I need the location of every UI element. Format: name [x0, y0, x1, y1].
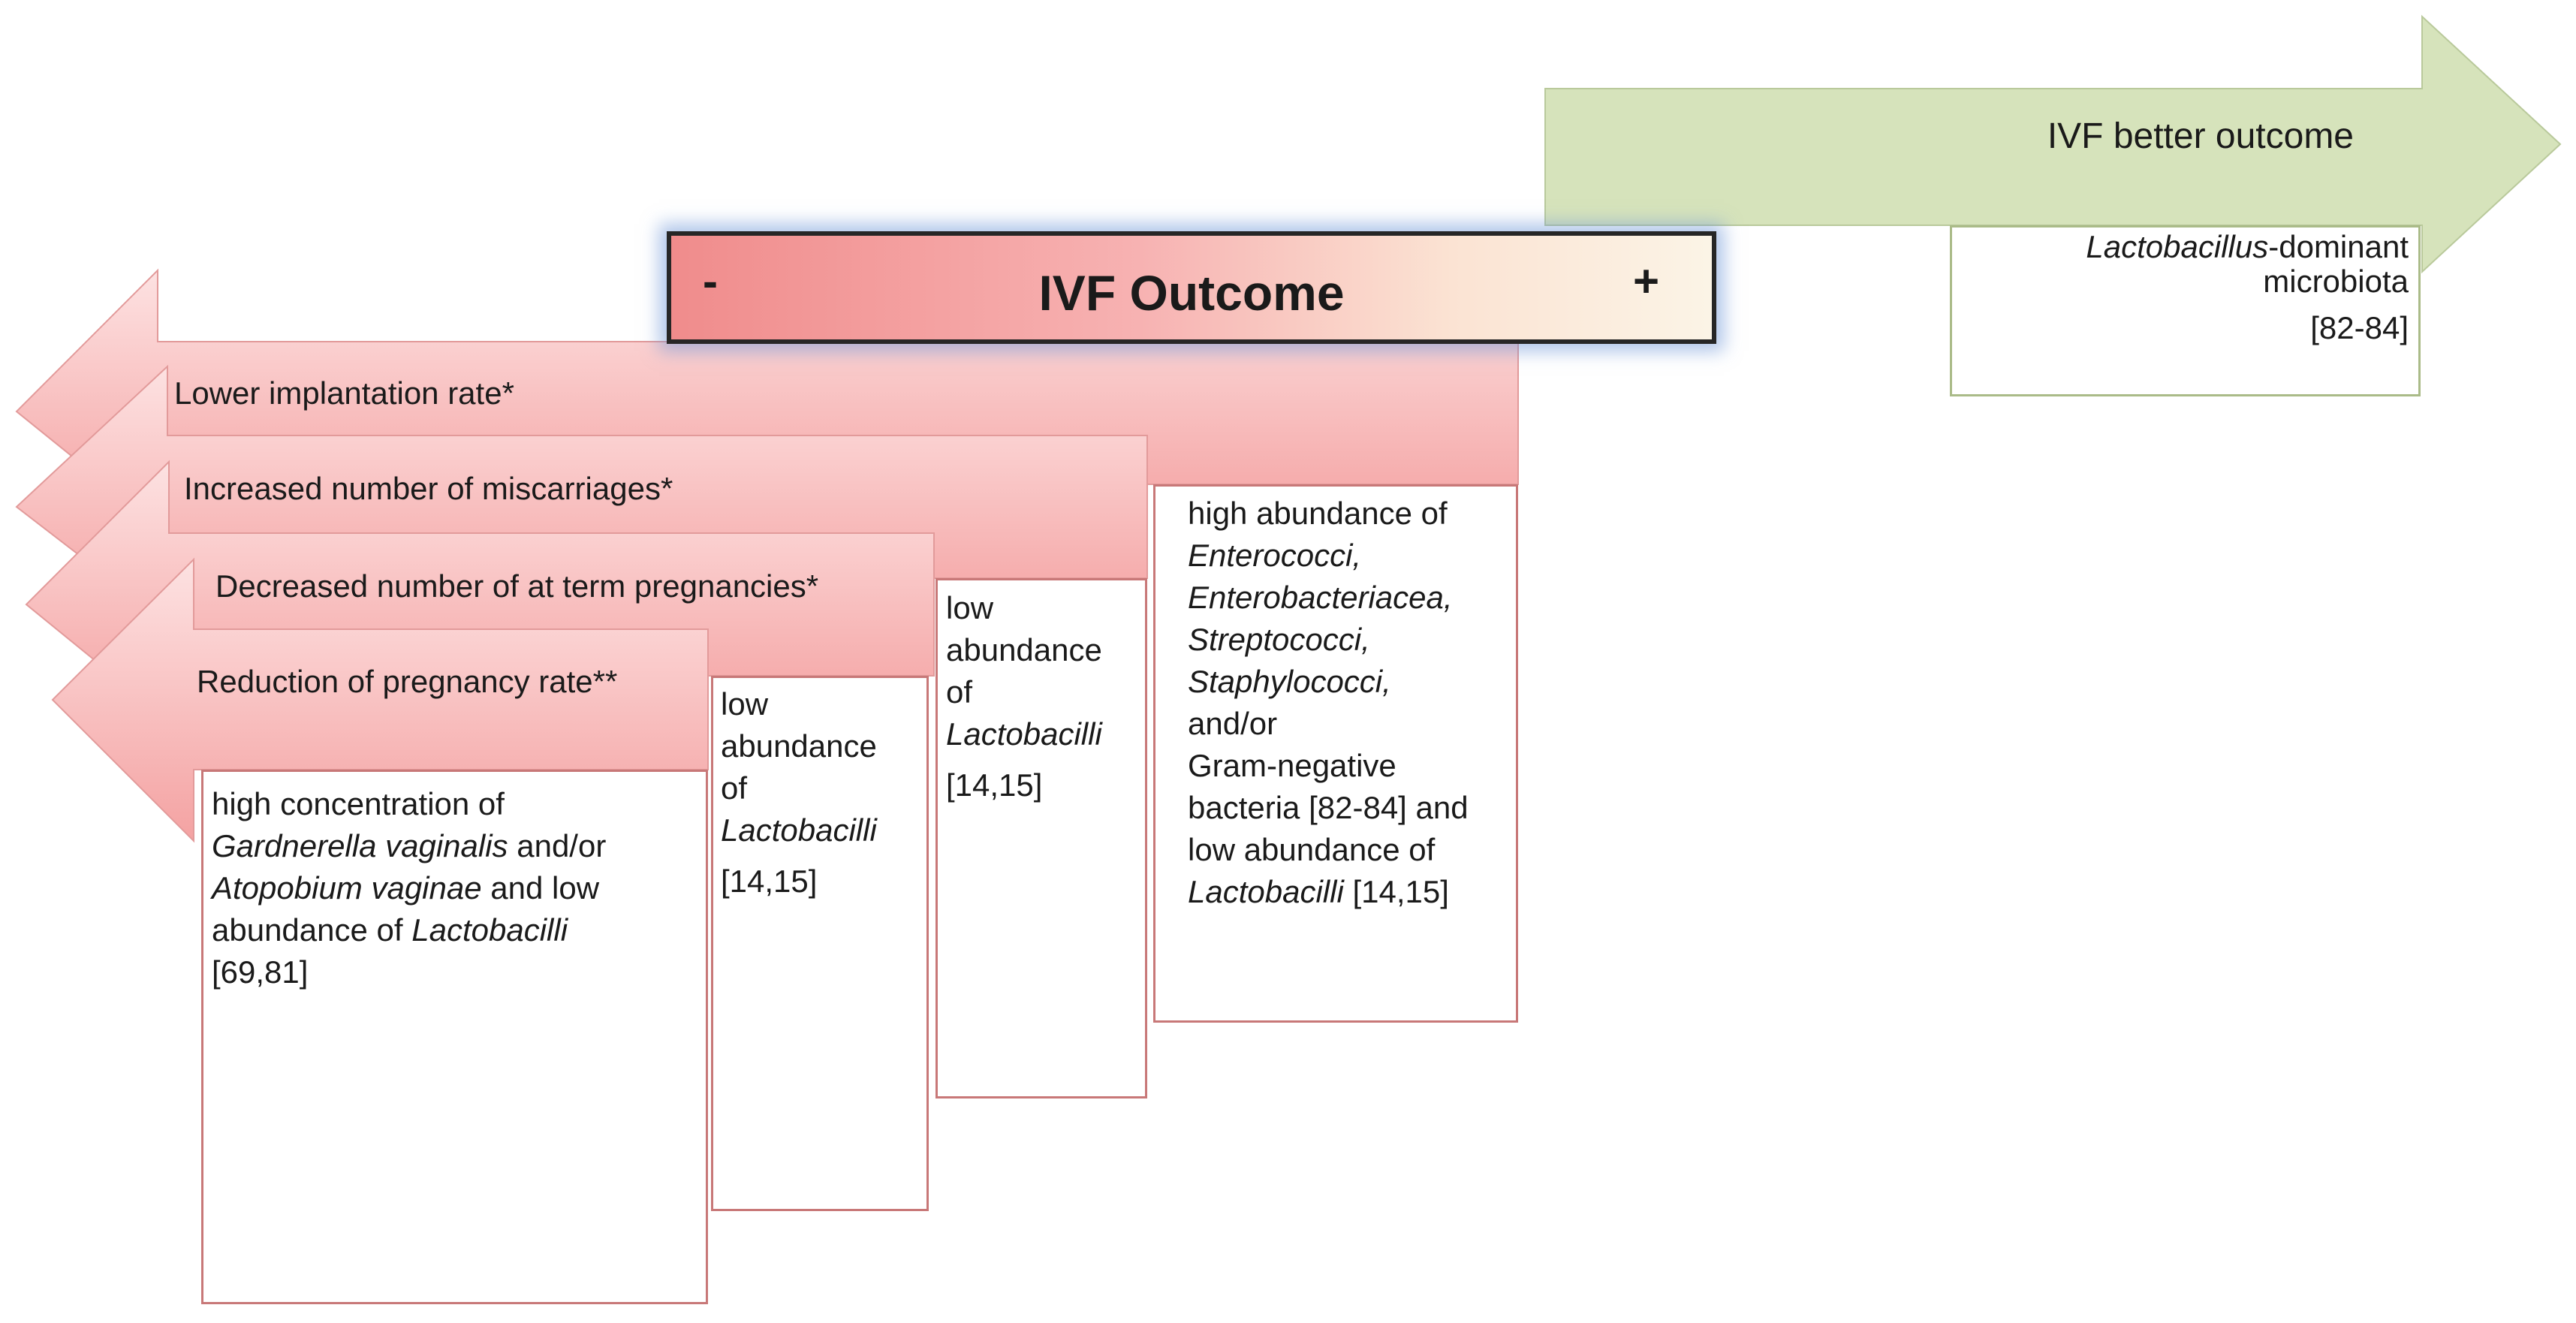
impl-i5: Lactobacilli [1188, 874, 1344, 909]
minus-sign: - [703, 256, 718, 306]
better-outcome-label: IVF better outcome [2047, 116, 2354, 156]
box-better-outcome [1950, 225, 2421, 396]
better-rest: -dominant microbiota [2263, 229, 2409, 299]
misc-line1: low [946, 590, 994, 625]
impl-i1: Enterococci, [1188, 538, 1362, 573]
impl-i3: Streptococci, [1188, 622, 1370, 657]
impl-line3: Gram-negative [1188, 748, 1396, 783]
misc-line3: of [946, 674, 973, 710]
impl-line5: low abundance of [1188, 832, 1436, 867]
preg-i3: Lactobacilli [411, 912, 568, 948]
impl-i2: Enterobacteriacea, [1188, 580, 1453, 615]
box-miscarriages-text: low abundance of Lactobacilli [14,15] [946, 587, 1141, 806]
arrow-label-term-pregnancies: Decreased number of at term pregnancies* [215, 568, 819, 604]
box-pregnancy-text: high concentration of Gardnerella vagina… [212, 783, 700, 993]
term-i1: Lactobacilli [721, 812, 877, 848]
box-term-pregnancies [711, 676, 929, 1211]
arrow-label-miscarriages: Increased number of miscarriages* [184, 471, 673, 506]
ivf-outcome-bar: - IVF Outcome + [667, 231, 1716, 344]
preg-cite: [69,81] [212, 954, 309, 990]
preg-i2: Atopobium vaginae [212, 870, 482, 906]
arrow-label-lower-implantation: Lower implantation rate* [174, 375, 514, 411]
impl-line1: high abundance of [1188, 496, 1448, 531]
term-line3: of [721, 770, 748, 806]
better-genus: Lactobacillus [2086, 229, 2269, 264]
preg-i1: Gardnerella vaginalis [212, 828, 508, 863]
plus-sign: + [1632, 256, 1659, 306]
arrow-label-pregnancy-rate: Reduction of pregnancy rate** [197, 664, 618, 699]
misc-cite: [14,15] [946, 767, 1043, 803]
impl-line4: bacteria [82-84] and [1188, 790, 1469, 825]
term-cite: [14,15] [721, 863, 818, 899]
impl-i4: Staphylococci, [1188, 664, 1391, 699]
misc-line2: abundance [946, 632, 1102, 668]
preg-t1: and/or [508, 828, 607, 863]
preg-t2: and low [481, 870, 600, 906]
box-miscarriages [935, 578, 1147, 1098]
preg-line1: high concentration of [212, 786, 505, 821]
box-implantation-text: high abundance of Enterococci, Enterobac… [1188, 493, 1511, 913]
preg-t3: abundance of [212, 912, 412, 948]
box-better-outcome-text: Lactobacillus-dominant microbiota [82-84… [1961, 230, 2409, 345]
ivf-outcome-title: IVF Outcome [1038, 265, 1345, 321]
box-implantation [1153, 484, 1518, 1023]
term-line2: abundance [721, 728, 877, 764]
impl-line2: and/or [1188, 706, 1278, 741]
misc-i1: Lactobacilli [946, 716, 1102, 752]
term-line1: low [721, 686, 769, 722]
box-pregnancy-rate [201, 770, 708, 1304]
impl-cite: [14,15] [1343, 874, 1449, 909]
box-term-text: low abundance of Lactobacilli [14,15] [721, 683, 923, 903]
better-cite: [82-84] [2310, 310, 2409, 345]
better-outcome-arrow [1544, 14, 2562, 274]
